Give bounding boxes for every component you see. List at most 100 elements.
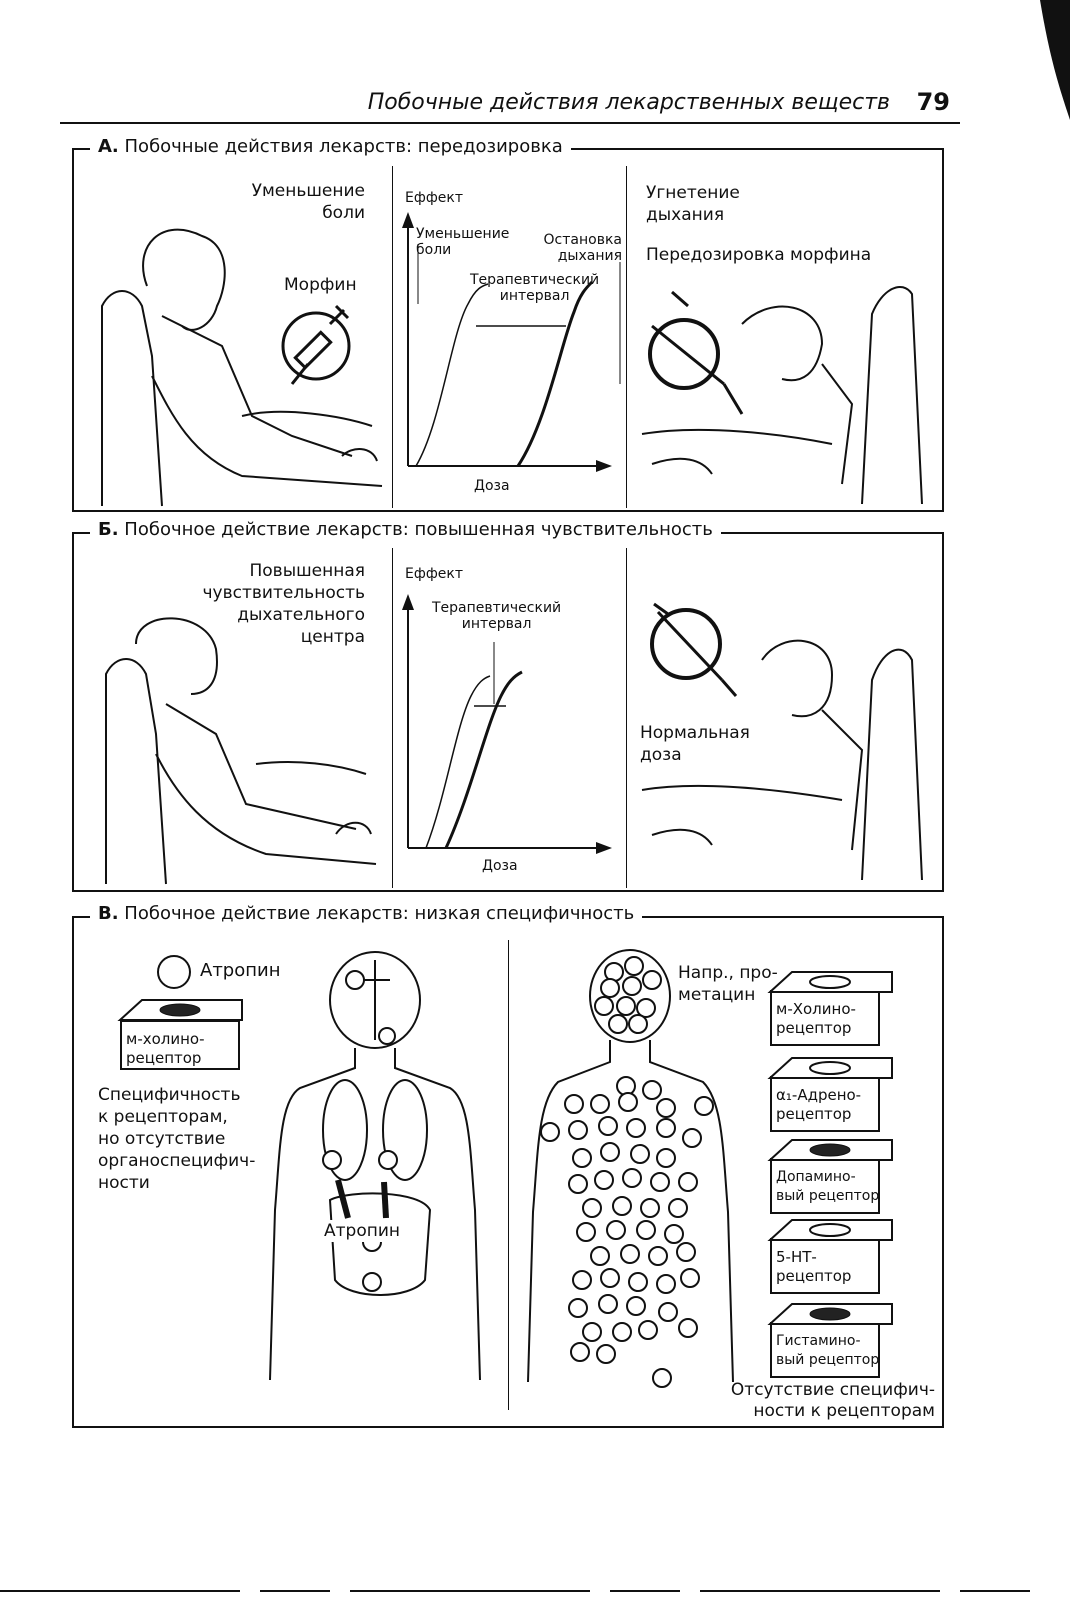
drug-molecule-42 [648, 1246, 668, 1266]
chart-b [402, 594, 612, 854]
patient-illustration-a-right [641, 285, 923, 505]
x-axis-arrow [596, 460, 612, 472]
drug-molecule-7 [636, 998, 656, 1018]
drug-molecule-5 [594, 996, 614, 1016]
y-axis-arrow [402, 594, 414, 610]
bottom-rule [0, 1590, 1040, 1592]
drug-molecule-52 [658, 1302, 678, 1322]
chart-b-interval-label: Терапевтический интервал [432, 600, 562, 632]
receptor-box-2: α₁-Адрено- рецептор [767, 1057, 893, 1132]
c-right-footnote: Отсутствие специфич- ности к рецепторам [730, 1380, 935, 1421]
panel-a-divider-1 [392, 166, 393, 508]
drug-molecule-34 [640, 1198, 660, 1218]
drug-molecule-27 [568, 1174, 588, 1194]
drug-molecule-9 [628, 1014, 648, 1034]
drug-molecule-56 [638, 1320, 658, 1340]
receptor-box-3: Допамино- вый рецептор [767, 1139, 893, 1214]
drug-molecule-29 [622, 1168, 642, 1188]
drug-molecule-40 [590, 1246, 610, 1266]
drug-molecule-14 [618, 1092, 638, 1112]
b-left-note-label: Повышенная чувствительность дыхательного… [202, 561, 365, 647]
drug-molecule-25 [630, 1144, 650, 1164]
drug-molecule-43 [676, 1242, 696, 1262]
page-number: 79 [916, 88, 950, 116]
drug-molecule-31 [678, 1172, 698, 1192]
drug-molecule-15 [656, 1098, 676, 1118]
drug-molecule-48 [680, 1268, 700, 1288]
drug-molecule-24 [600, 1142, 620, 1162]
drug-molecule-13 [590, 1094, 610, 1114]
drug-molecule-1 [624, 956, 644, 976]
drug-molecule-39 [664, 1224, 684, 1244]
corner-mark [1040, 0, 1070, 120]
x-axis-arrow [596, 842, 612, 854]
a-right-effect-label: Угнетение дыхания [646, 183, 740, 225]
receptor-box-5: Гистамино- вый рецептор [767, 1303, 893, 1378]
panel-a-divider-2 [626, 166, 627, 508]
drug-molecule-57 [570, 1342, 590, 1362]
curve-respiratory-arrest [516, 280, 594, 467]
drug-molecule-50 [598, 1294, 618, 1314]
patient-illustration-b-left [105, 617, 377, 885]
chart-a-y-label: Еффект [405, 190, 464, 206]
drug-molecule-2 [600, 978, 620, 998]
panel-c-title: В. Побочное действие лекарств: низкая сп… [90, 903, 643, 924]
drug-molecule-47 [656, 1274, 676, 1294]
drug-molecule-55 [612, 1322, 632, 1342]
drug-molecule-58 [596, 1344, 616, 1364]
a-left-effect-label: Уменьшение боли [251, 181, 365, 223]
a-left-drug-label: Морфин [284, 275, 357, 295]
drug-molecule-38 [636, 1220, 656, 1240]
c-right-drug-label: Напр., про- метацин [678, 963, 778, 1005]
drug-molecule-49 [568, 1298, 588, 1318]
drug-molecule-46 [628, 1272, 648, 1292]
panel-c-divider [508, 940, 509, 1410]
drug-molecule-54 [582, 1322, 602, 1342]
receptor-box-4: 5-НТ- рецептор [767, 1219, 893, 1294]
syringe-icon [281, 304, 351, 385]
drug-molecule-51 [626, 1296, 646, 1316]
page-header: Побочные действия лекарственных веществ … [60, 88, 960, 124]
panel-b-divider-2 [626, 548, 627, 888]
chart-b-y-label: Еффект [405, 566, 464, 582]
drug-molecule-21 [656, 1118, 676, 1138]
drug-molecule-3 [622, 976, 642, 996]
drug-molecule-59 [652, 1368, 672, 1388]
panel-a-title: А. Побочные действия лекарств: передозир… [90, 136, 571, 157]
drug-molecule-44 [572, 1270, 592, 1290]
drug-molecule-4 [642, 970, 662, 990]
c-body-atropine-label: Атропин [324, 1220, 401, 1242]
drug-molecule-36 [576, 1222, 596, 1242]
drug-molecule-28 [594, 1170, 614, 1190]
receptor-box-1: м-Холино- рецептор [767, 971, 893, 1046]
drug-molecule-22 [682, 1128, 702, 1148]
atropine-legend-icon [157, 955, 191, 989]
chart-b-x-label: Доза [482, 858, 518, 874]
body-prometazine-illustration [527, 949, 734, 1388]
body-organs-illustration [269, 951, 481, 1381]
chart-a-x-label: Доза [474, 478, 510, 494]
drug-molecule-26 [656, 1148, 676, 1168]
drug-molecule-35 [668, 1198, 688, 1218]
drug-molecule-11 [642, 1080, 662, 1100]
running-title: Побочные действия лекарственных веществ [367, 90, 890, 115]
patient-illustration-b-right [641, 602, 923, 881]
y-axis-arrow [402, 212, 414, 228]
drug-molecule-19 [598, 1116, 618, 1136]
drug-molecule-32 [582, 1198, 602, 1218]
drug-molecule-8 [608, 1014, 628, 1034]
chart-a-interval-label: Терапевтический интервал [470, 272, 600, 304]
chart-a-curve1-label: Уменьшение боли [416, 226, 510, 258]
a-right-note-label: Передозировка морфина [646, 245, 872, 265]
drug-molecule-6 [616, 996, 636, 1016]
drug-molecule-12 [564, 1094, 584, 1114]
chart-a [402, 212, 621, 472]
drug-molecule-45 [600, 1268, 620, 1288]
drug-molecule-17 [540, 1122, 560, 1142]
curve-pain-relief [415, 283, 489, 467]
chart-a-curve2-label: Остановка дыхания [543, 232, 622, 264]
drug-molecule-20 [626, 1118, 646, 1138]
b-right-note-label: Нормальная доза [640, 723, 750, 765]
drug-molecule-23 [572, 1148, 592, 1168]
drug-molecule-33 [612, 1196, 632, 1216]
